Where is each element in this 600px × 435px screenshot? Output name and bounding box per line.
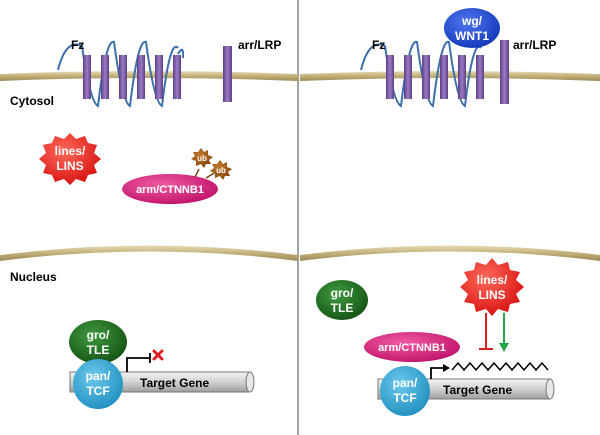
left-arm-protein: arm/CTNNB1 ub ub [122,148,232,204]
right-arm-ellipse [364,332,460,362]
right-fz-helices [386,55,484,99]
right-gro-protein: gro/ TLE [316,280,368,320]
left-panel: Fz arr/LRP Cytosol lines/ LINS arm/CTNNB… [0,38,298,409]
right-pan-protein: pan/ TCF [380,366,430,416]
left-arm-label: arm/CTNNB1 [136,184,204,196]
left-lrp-label: arr/LRP [238,38,281,52]
left-lines-label-1: lines/ [55,144,86,158]
left-lrp-coreceptor [223,46,232,102]
right-pan-circle [380,366,430,416]
right-lrp-coreceptor [500,40,509,104]
right-wg-label-2: WNT1 [455,29,489,43]
right-gro-label-1: gro/ [331,286,354,300]
left-fz-label: Fz [71,38,84,52]
right-inhibition-arrow [479,313,493,350]
cytosol-label: Cytosol [10,94,54,108]
nucleus-label: Nucleus [10,270,57,284]
left-ub-label-2: ub [216,166,226,175]
left-fz-helices [83,55,181,99]
left-lines-starburst [39,133,101,185]
left-target-gene-label: Target Gene [140,376,209,390]
left-ub-2 [210,160,232,180]
right-wg-ligand: wg/ WNT1 [444,8,500,48]
left-arm-ellipse [122,174,218,204]
right-activation-arrow [499,313,509,352]
left-pan-protein: pan/ TCF [73,359,123,409]
left-gro-protein: gro/ TLE [69,320,127,364]
right-arm-protein: arm/CTNNB1 [364,332,460,362]
left-ub-label-1: ub [197,154,207,163]
right-lrp-label: arr/LRP [513,38,556,52]
right-nuclear-membrane [300,245,600,261]
repression-x-icon [152,349,164,361]
right-transcription-arrow [430,364,450,379]
right-lines-protein: lines/ LINS [460,258,524,316]
right-fz-label: Fz [372,38,385,52]
left-ub-link-1 [194,168,200,178]
right-panel: Fz arr/LRP wg/ WNT1 gro/ TLE lines/ LINS [300,8,600,416]
right-wg-label-1: wg/ [461,14,483,28]
left-pan-label-2: TCF [86,384,109,398]
right-gro-label-2: TLE [331,301,354,315]
right-pan-label-1: pan/ [393,376,418,390]
left-pan-label-1: pan/ [86,369,111,383]
left-fz-tail [177,48,185,59]
left-ub-1 [191,148,213,168]
right-arm-label: arm/CTNNB1 [378,342,446,354]
left-lines-protein: lines/ LINS [39,133,101,185]
left-gro-ellipse [69,320,127,364]
left-lines-label-2: LINS [56,159,83,173]
right-lines-label-2: LINS [478,288,505,302]
right-mrna-zigzag [451,361,549,372]
left-gro-label-2: TLE [87,343,110,357]
right-target-gene-label: Target Gene [443,383,512,397]
left-nuclear-membrane [0,245,298,261]
left-pan-circle [73,359,123,409]
right-gene-cap [545,378,555,400]
right-wg-ellipse [444,8,500,48]
left-gro-label-1: gro/ [87,328,110,342]
left-ub-link-2 [205,171,217,179]
right-lines-starburst [460,258,524,316]
left-plasma-membrane [0,71,298,81]
left-gene-cap [245,371,255,393]
right-pan-label-2: TCF [393,391,416,405]
left-blocked-transcription-arrow [126,353,151,372]
right-lines-label-1: lines/ [477,273,508,287]
right-plasma-membrane [300,71,600,81]
right-gro-ellipse [316,280,368,320]
